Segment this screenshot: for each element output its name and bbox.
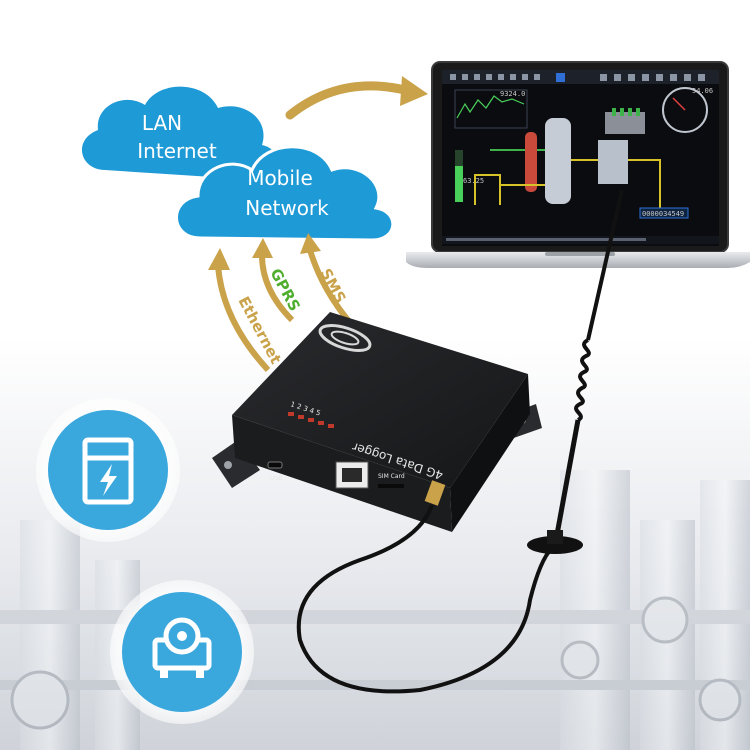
usb-label: USB — [270, 475, 282, 482]
cloud-mobile-label: Mobile — [247, 166, 313, 190]
arrow-to-laptop — [285, 76, 428, 120]
antenna-icon — [527, 189, 624, 554]
cloud-lan-label: LAN — [142, 111, 182, 135]
laptop: 9324.0 54.06 63.25 0000034549 — [406, 61, 750, 268]
status-leds — [288, 412, 334, 428]
data-logger-device: 1 2 3 4 5 4G Data Logger USB SIM Card — [212, 312, 542, 532]
sma-connector — [424, 480, 446, 506]
device-top — [232, 312, 528, 488]
antenna-cable — [296, 504, 554, 694]
cloud-internet-label: Internet — [137, 139, 217, 163]
cloud-lan-internet: LAN Internet — [81, 86, 278, 180]
usb-port — [267, 461, 283, 469]
meter-box-icon — [36, 398, 180, 542]
industrial-background — [0, 470, 750, 750]
screen-value-right: 54.06 — [692, 87, 713, 95]
sim-label: SIM Card — [378, 473, 405, 480]
screen-counter: 0000034549 — [642, 210, 684, 218]
cloud-network-label: Network — [245, 196, 329, 220]
screen-value-left: 63.25 — [463, 177, 484, 185]
cloud-mobile-network: Mobile Network — [175, 145, 395, 242]
brand-logo — [318, 324, 372, 352]
flow-meter-icon — [110, 580, 254, 724]
screen-value-top: 9324.0 — [500, 90, 525, 98]
laptop-screen — [442, 70, 719, 246]
sim-slot — [378, 484, 404, 488]
